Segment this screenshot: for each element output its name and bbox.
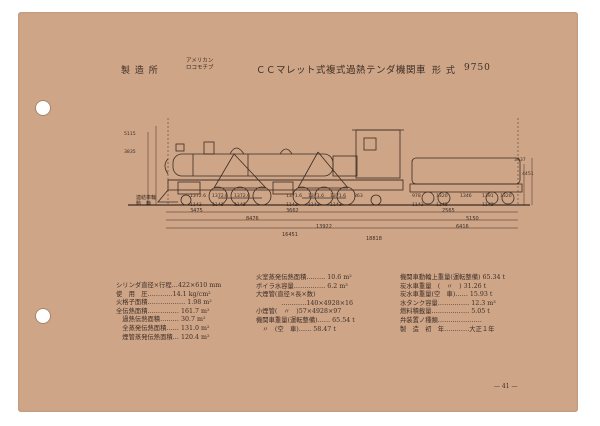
spec-line: 小煙管( 〃 )57×4928×97 [256, 308, 342, 316]
spec-line: 火室蒸発伝熱面積……… 10.6 m² [256, 274, 352, 281]
dim-length: 3475 [190, 208, 203, 214]
dim-mid: 1143 [412, 203, 424, 208]
type-label: 形 式 [432, 66, 456, 76]
locomotive-diagram [128, 118, 533, 229]
dim-top: 1371.6 [308, 194, 325, 199]
spec-column-3: 機関車動輪上重量(運転整備) 65.34 t 炭水車重量 ( 〃 ) 31.26… [400, 274, 505, 334]
dim-left: 3835 [124, 150, 136, 155]
maker-name-line2: ロコモチブ [186, 65, 214, 71]
dim-top: 1346 [460, 194, 472, 199]
spec-column-1: シリンダ直径×行程…422×610 mm 使 用 圧…………14.1 kg/cm… [116, 282, 221, 342]
overall-dimension-rows: 3475 3662 8476 13922 16451 6416 18818 25… [166, 208, 518, 242]
spec-line: 弁装置ノ種類………………… [400, 316, 482, 324]
dim-length: 2565 [442, 208, 455, 214]
dim-left: 4451 [522, 172, 534, 177]
dims-left-column: 5115 3835 3937 4451 [124, 132, 534, 202]
dim-length: 13922 [316, 224, 332, 230]
binder-hole-top [35, 100, 51, 116]
dim-top: 1372.6 [190, 194, 207, 199]
dim-length: 16451 [282, 232, 298, 238]
dim-mid: 1143 [308, 203, 320, 208]
dim-length: 6416 [456, 224, 469, 230]
spec-line: 大煙管(直径×長×数) [256, 291, 316, 299]
spec-line: 全蒸発伝熱面積…… 131.0 m² [116, 324, 210, 332]
spec-line: 機関車動輪上重量(運転整備) 65.34 t [400, 274, 506, 281]
dim-mid: 1143 [330, 203, 342, 208]
dim-top: 863 [354, 194, 363, 199]
dim-mid: 1143 [436, 203, 448, 208]
wheel-label: 連結車輪 動 輪 [136, 195, 157, 207]
dim-top: 1371.6 [330, 194, 347, 199]
dim-top: 1320 [500, 194, 512, 199]
dim-mid: 1143 [190, 203, 202, 208]
spec-line: 過熱伝熱面積……… 30.7 m² [116, 316, 206, 324]
spec-column-2: 火室蒸発伝熱面積……… 10.6 m² ボイラ水容量…………… 6.2 m³ 大… [256, 274, 355, 334]
dim-length: 5150 [466, 216, 479, 222]
page-number: — 41 — [494, 383, 518, 390]
dim-top: 1320 [436, 194, 448, 199]
spec-line: 使 用 圧…………14.1 kg/cm² [116, 290, 211, 298]
spec-line: …………140×4928×16 [256, 299, 353, 307]
dim-left: 3937 [514, 158, 526, 163]
dim-mid: 1143 [212, 203, 224, 208]
dim-mid: 1143 [234, 203, 246, 208]
spec-line: 水タンク容量…………… 12.3 m³ [400, 299, 496, 307]
dim-length: 3662 [286, 208, 299, 214]
page-title: ＣＣマレット式複式過熱テンダ機関車 [256, 65, 427, 76]
spec-line: シリンダ直径×行程…422×610 mm [116, 282, 222, 289]
spec-line: 炭水車重量 ( 〃 ) 31.26 t [400, 282, 487, 290]
maker-label: 製 造 所 [121, 66, 159, 76]
spec-line: 〃 (空 車)…… 58.47 t [256, 325, 336, 333]
dims-top-row: 1372.6 1372.6 1372.6 1371.6 1371.6 1371.… [190, 194, 520, 202]
spec-line: 製 造 初 年…………大正１年 [400, 325, 495, 333]
type-number: 9750 [464, 63, 491, 73]
spec-line: 燃料積載量……………… 5.05 t [400, 308, 490, 316]
spec-line: 全伝熱面積…………… 161.7 m² [116, 307, 210, 315]
spec-sheet-card: 製 造 所 アメリカン ロコモチブ ＣＣマレット式複式過熱テンダ機関車 形 式 … [18, 12, 578, 412]
dim-top: 1372.6 [212, 194, 229, 199]
dim-mid: 1143 [286, 203, 298, 208]
dim-top: 1371.6 [286, 194, 303, 199]
dim-length: 8476 [246, 216, 259, 222]
dim-top: 1391 [482, 194, 494, 199]
binder-hole-bottom [35, 308, 51, 324]
spec-line: 炭水車重量(空 車)…… 15.93 t [400, 291, 493, 299]
dim-top: 1372.6 [234, 194, 251, 199]
spec-line: 機関車重量(運転整備)…… 65.54 t [256, 316, 355, 324]
dim-mid: 1143 [482, 203, 494, 208]
spec-line: ボイラ水容量…………… 6.2 m³ [256, 282, 348, 290]
maker-name-line1: アメリカン [186, 58, 214, 64]
spec-line: 火格子面積……………… 1.98 m² [116, 299, 212, 307]
dim-left: 5115 [124, 132, 136, 137]
maker-name: アメリカン ロコモチブ [186, 58, 214, 72]
dim-length: 18818 [366, 236, 382, 242]
spec-line: 煙管蒸発伝熱面積… 120.4 m² [116, 333, 210, 341]
dim-top: 978 [412, 194, 421, 199]
dims-mid-row: 1143 1143 1143 1143 1143 1143 1143 1143 … [190, 203, 520, 211]
